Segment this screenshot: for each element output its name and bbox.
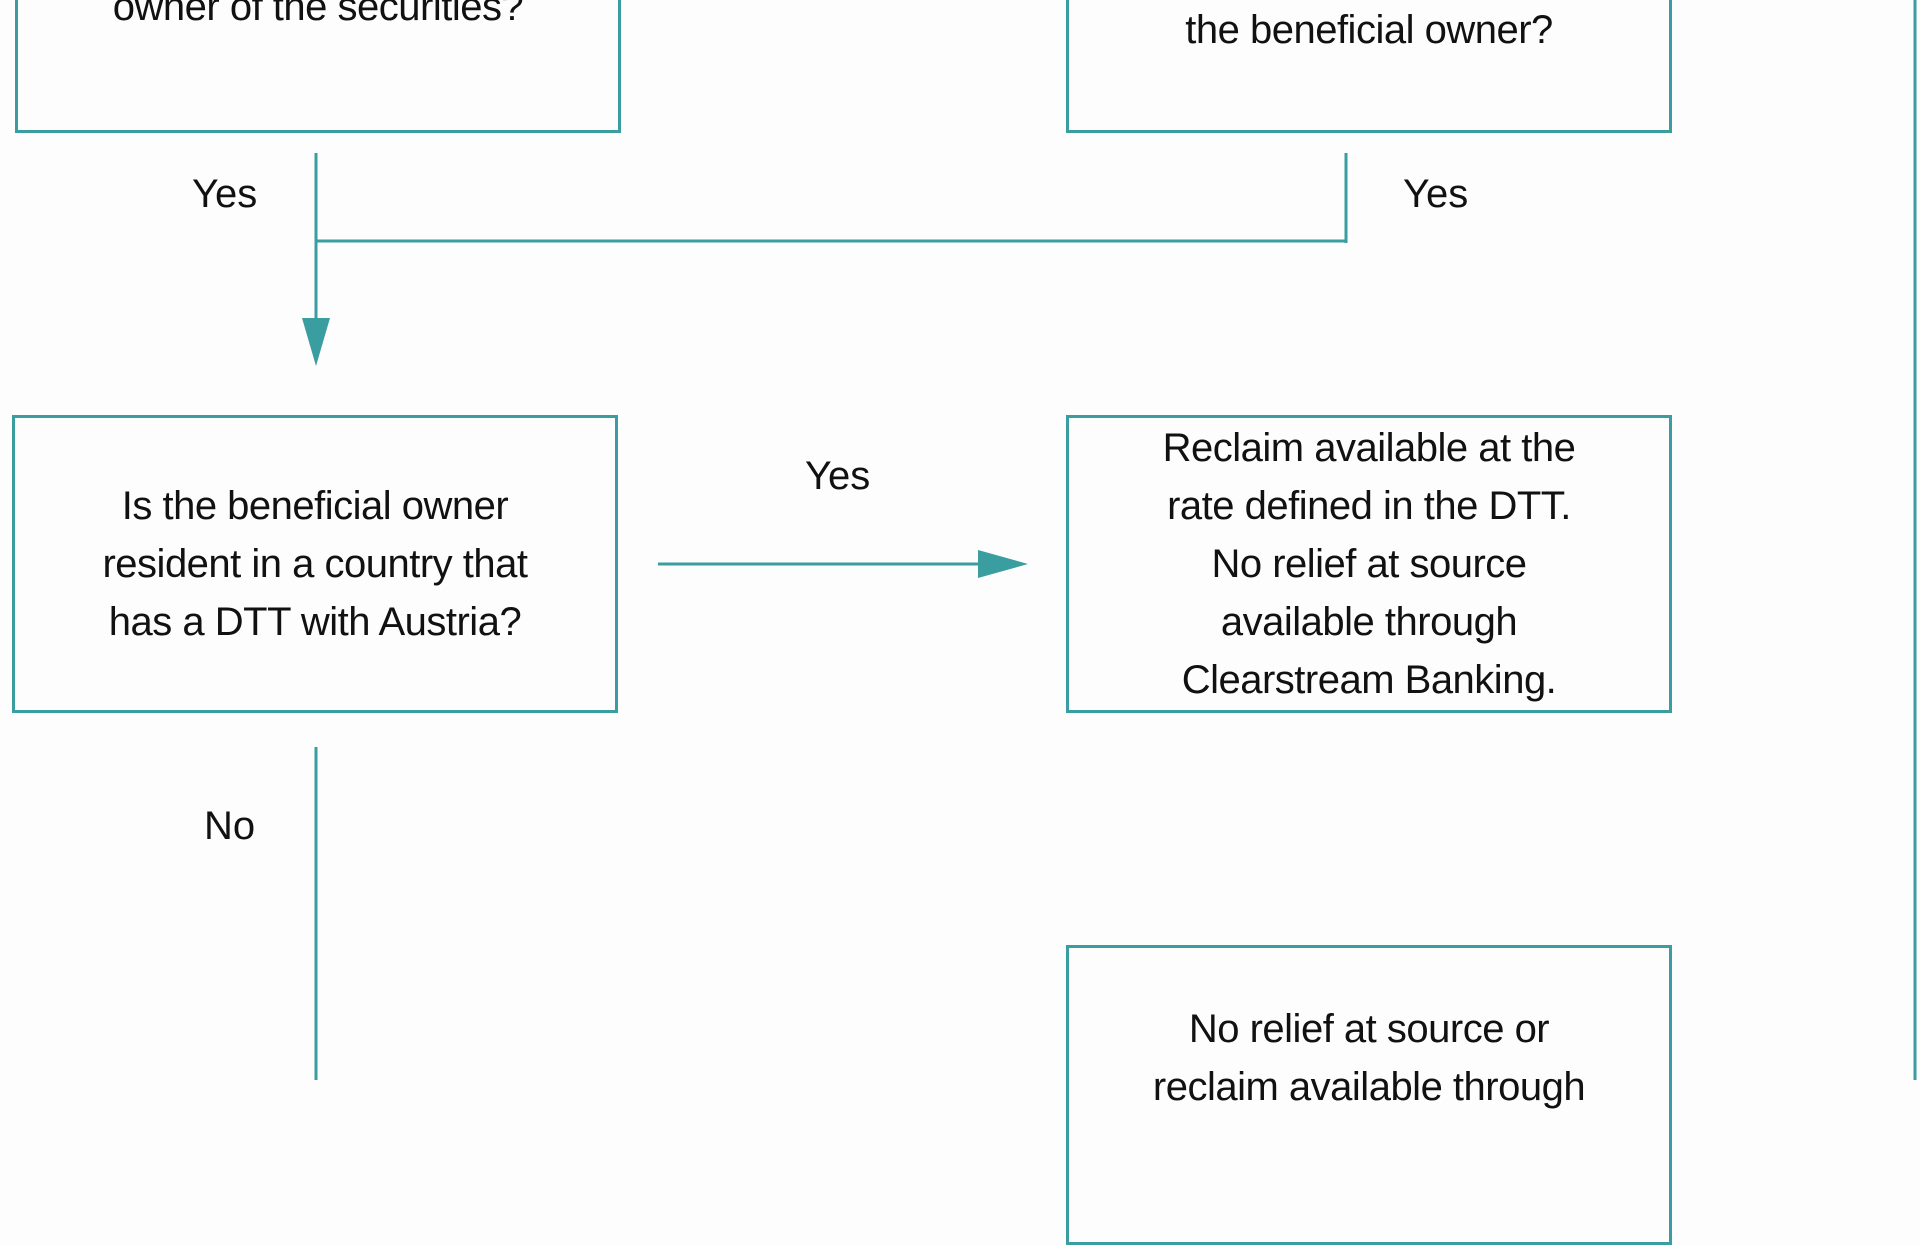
edge-label-no: No (204, 804, 256, 848)
node-text: rate defined in the DTT. (1167, 484, 1571, 528)
node-top-right: the beneficial owner? (1066, 0, 1672, 133)
node-reclaim-dtt: Reclaim available at the rate defined in… (1066, 415, 1672, 713)
node-text: resident in a country that (102, 542, 528, 586)
node-text: reclaim available through (1152, 1065, 1586, 1109)
edge-label-yes: Yes (1403, 172, 1469, 216)
arrowhead-right (978, 550, 1028, 578)
arrowhead-down (302, 318, 330, 366)
node-no-relief: No relief at source or reclaim available… (1066, 945, 1672, 1245)
node-text: has a DTT with Austria? (108, 600, 522, 644)
node-text: the beneficial owner? (1185, 8, 1553, 52)
connector-lines (302, 0, 1917, 1080)
node-text: Reclaim available at the (1162, 426, 1576, 470)
node-text: Clearstream Banking. (1181, 658, 1557, 702)
node-text: owner of the securities? (112, 0, 524, 29)
node-text: Is the beneficial owner (121, 484, 509, 528)
node-dtt-question: Is the beneficial owner resident in a co… (12, 415, 618, 713)
edge-label-yes: Yes (192, 172, 258, 216)
node-text: available through (1220, 600, 1518, 644)
edge-label-yes: Yes (805, 454, 871, 498)
node-text: No relief at source or (1188, 1007, 1550, 1051)
node-text: No relief at source (1211, 542, 1527, 586)
node-top-left: owner of the securities? (15, 0, 621, 133)
